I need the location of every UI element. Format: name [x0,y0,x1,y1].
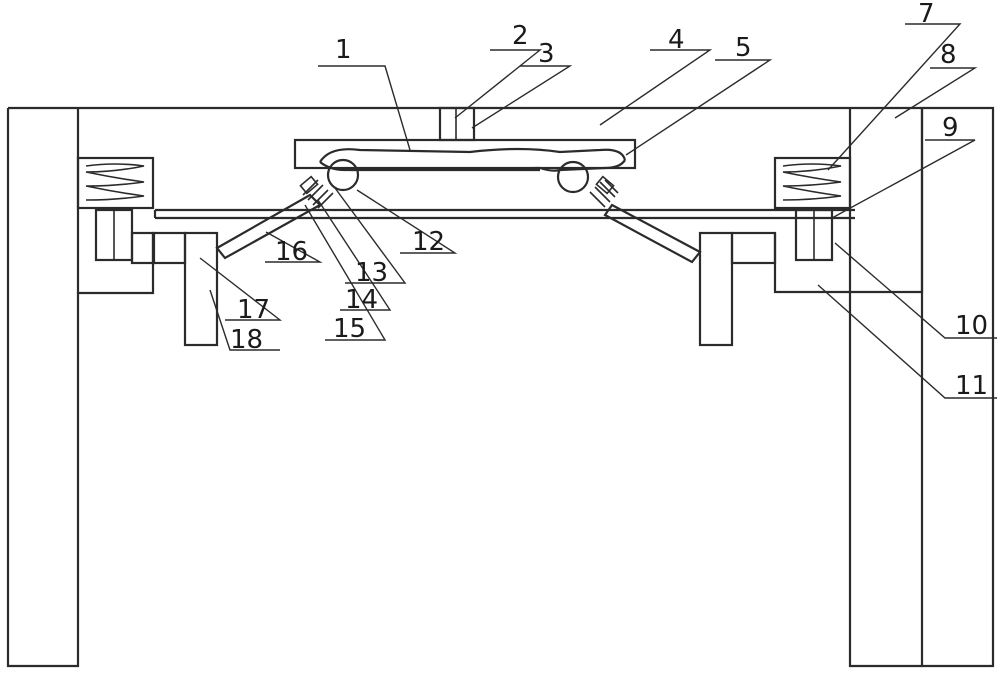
label-2: 2 [512,21,529,51]
label-9: 9 [942,113,959,143]
label-17: 17 [237,295,270,325]
label-10: 10 [955,311,988,341]
rollers [326,158,590,194]
small-springs [299,175,619,209]
label-7: 7 [918,0,935,29]
label-16: 16 [275,237,308,267]
outer-frame [6,106,995,668]
label-8: 8 [940,40,957,70]
label-3: 3 [538,39,555,69]
carriage [293,138,637,172]
hanging-posts [151,231,777,347]
top-slot [438,106,476,142]
leader-lines [199,23,997,399]
diagonal-struts [215,193,702,264]
part-labels: 1 2 3 4 5 7 8 9 10 11 12 13 14 15 16 17 … [230,0,988,401]
lower-plate [153,208,855,220]
label-18: 18 [230,325,263,355]
label-5: 5 [735,33,752,63]
label-13: 13 [355,258,388,288]
label-15: 15 [333,314,366,344]
label-11: 11 [955,371,988,401]
label-1: 1 [335,35,352,65]
label-4: 4 [668,25,685,55]
label-14: 14 [345,285,378,315]
label-12: 12 [412,227,445,257]
left-spring-assembly [76,156,156,265]
right-spring-assembly [773,156,852,262]
